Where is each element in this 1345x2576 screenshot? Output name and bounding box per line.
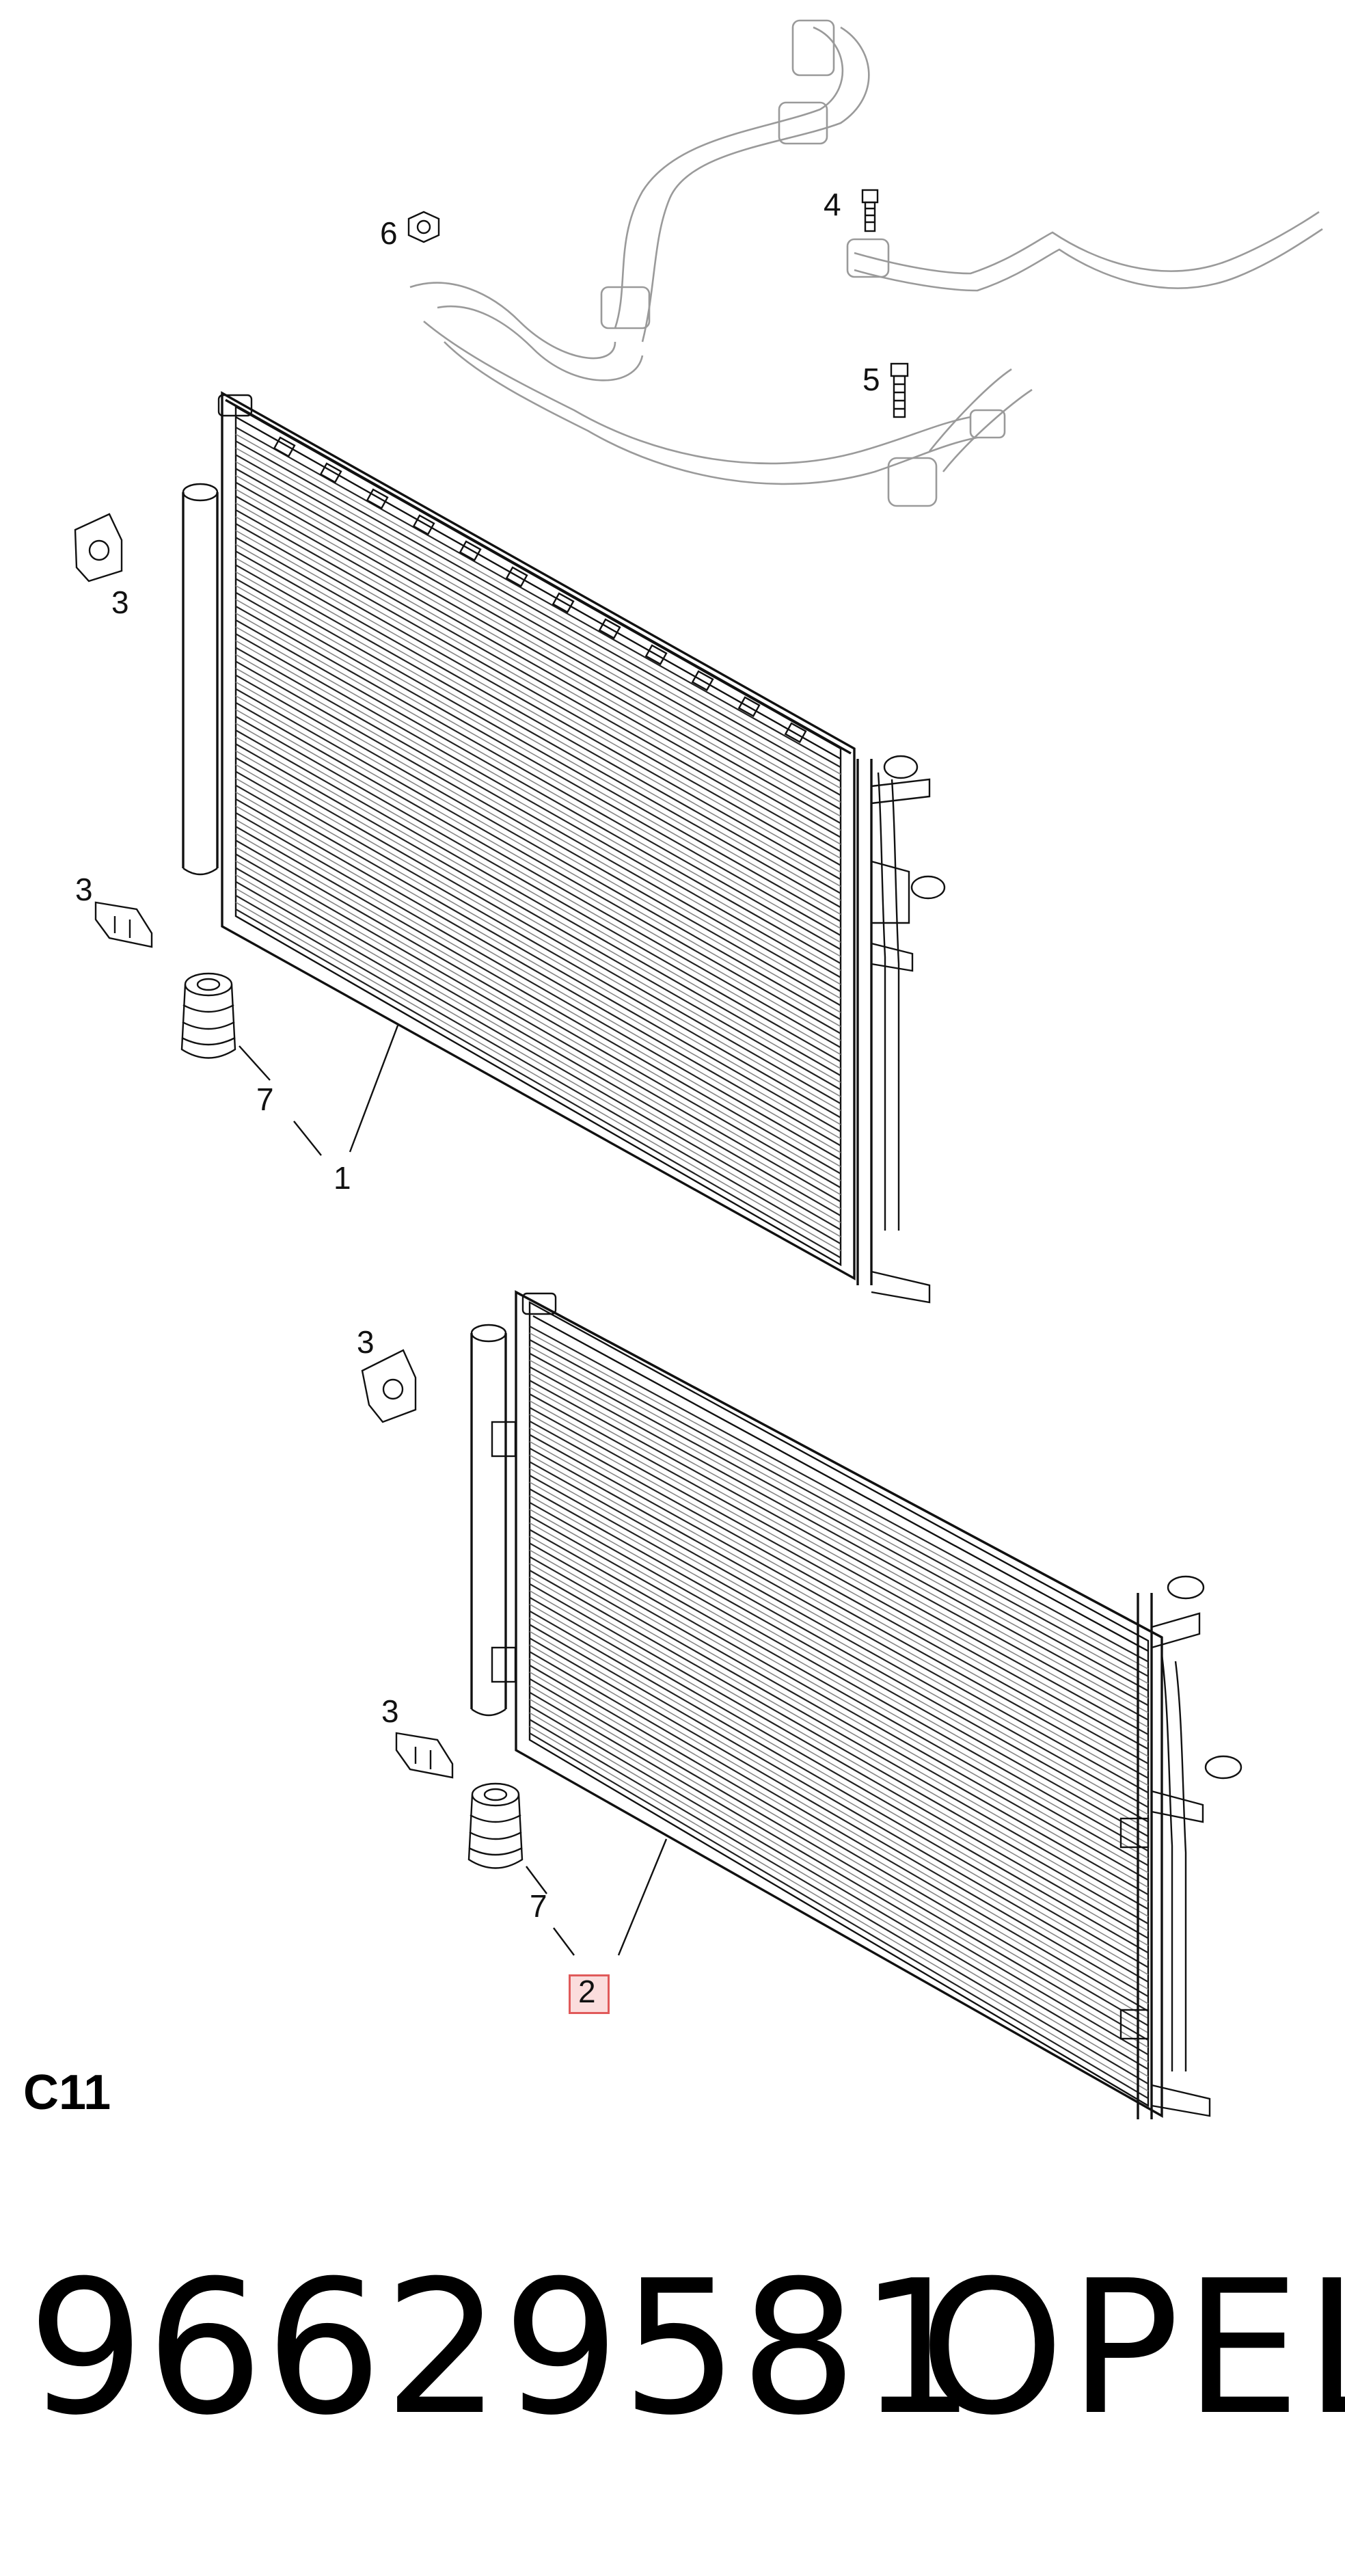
nut-part-6 [407,211,440,243]
grommet-part-7-upper [180,972,236,1059]
callout-2: 2 [578,1974,596,2009]
part-number: 96629581 [27,2240,978,2456]
leader-lines-upper [239,1025,399,1156]
leader-lines-lower [526,1838,668,1956]
highlighted-callout-box [569,1974,610,2014]
callout-7-lower: 7 [530,1888,547,1924]
callout-4: 4 [824,187,841,222]
ac-hose-assembly [409,19,1323,507]
callout-3-upper-a: 3 [111,585,129,620]
bracket-part-3-upper-b [94,901,153,948]
bolt-part-5 [890,362,909,418]
bracket-part-3-lower-b [395,1732,454,1779]
callout-6: 6 [380,215,398,251]
callout-7-upper: 7 [256,1082,274,1117]
callout-3-lower-a: 3 [357,1324,375,1360]
callout-3-lower-b: 3 [381,1693,399,1729]
brand-name: OPEL [919,2240,1345,2456]
callout-5: 5 [862,362,880,397]
callout-1: 1 [334,1160,351,1196]
condenser-part-1 [182,391,946,1304]
callout-3-upper-b: 3 [75,872,93,907]
grommet-part-7-lower [467,1782,524,1869]
bolt-part-4 [861,189,879,232]
condenser-part-2 [470,1290,1242,2119]
bracket-part-3-lower-a [361,1349,417,1423]
section-code: C11 [23,2065,111,2120]
bracket-part-3-upper-a [74,513,123,582]
